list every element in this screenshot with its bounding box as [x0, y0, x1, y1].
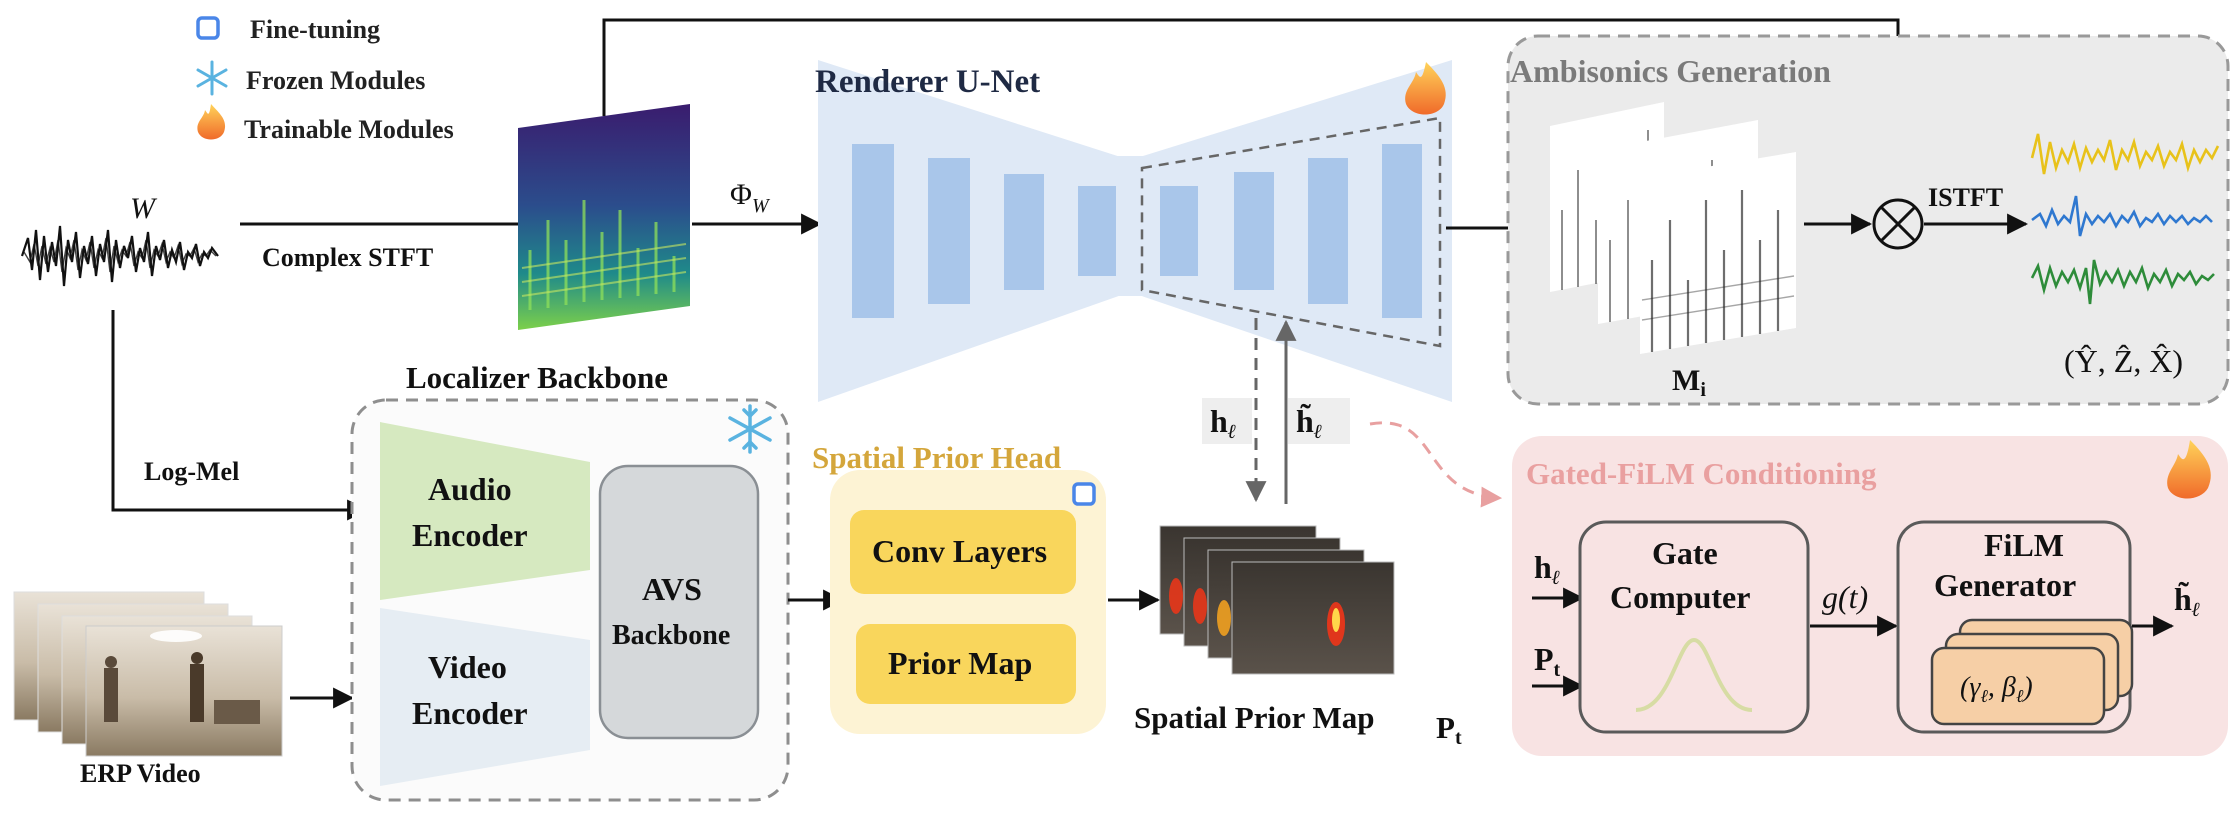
legend-trainable: Trainable Modules — [244, 115, 454, 144]
audio-encoder-label-2: Encoder — [412, 517, 528, 553]
fine-tuning-icon — [196, 16, 220, 40]
spectrogram — [518, 104, 690, 330]
avs-backbone — [598, 464, 760, 740]
erp-video-frames — [13, 591, 283, 757]
audio-encoder — [380, 422, 590, 600]
renderer-title: Renderer U-Net — [815, 64, 1040, 100]
spatial-prior-map-label: Spatial Prior Map — [1134, 700, 1375, 735]
phi-label: ΦW — [730, 178, 771, 217]
ambisonics-title: Ambisonics Generation — [1510, 53, 1831, 89]
film-trainable-icon — [2167, 440, 2211, 499]
h-tilde-label: h̃ℓ — [1296, 403, 1322, 443]
legend: Fine-tuning Frozen Modules Trainable Mod… — [196, 15, 454, 144]
localizer-backbone: Localizer Backbone Audio Encoder Video E… — [350, 360, 790, 802]
gate-label-2: Computer — [1610, 579, 1750, 615]
waveform-label: W — [130, 192, 158, 225]
video-encoder-label-2: Encoder — [412, 695, 528, 731]
decoder-block-2 — [1234, 172, 1274, 290]
output-wave-z — [2031, 195, 2213, 237]
film-gen-label-1: FiLM — [1984, 527, 2064, 563]
film-input-p: Pt — [1534, 641, 1561, 681]
prior-head-title: Spatial Prior Head — [812, 440, 1061, 475]
legend-fine-tuning: Fine-tuning — [250, 15, 380, 44]
renderer-trainable-icon — [1405, 62, 1446, 115]
decoder-block-4 — [1382, 144, 1422, 318]
output-waveforms — [2030, 133, 2220, 305]
spatial-prior-head: Spatial Prior Head Conv Layers Prior Map — [812, 440, 1106, 734]
encoder-block-2 — [928, 158, 970, 304]
conv-layers-label: Conv Layers — [872, 533, 1047, 569]
decoder-block-3 — [1308, 158, 1348, 304]
log-mel-connector — [111, 310, 369, 521]
avs-label-1: AVS — [642, 571, 702, 607]
video-encoder-label-1: Video — [428, 649, 507, 685]
localizer-frozen-icon — [728, 404, 772, 454]
input-waveform: W — [20, 192, 219, 287]
ambisonics-panel: Ambisonics Generation — [1506, 34, 2230, 406]
renderer-unet: Renderer U-Net — [815, 60, 1452, 402]
gate-output-label: g(t) — [1822, 579, 1868, 615]
encoder-block-3 — [1004, 174, 1044, 290]
film-param-card-1 — [1930, 646, 2106, 726]
prior-map-label: Prior Map — [888, 645, 1032, 681]
encoder-block-1 — [852, 144, 894, 318]
mask-stack — [1550, 102, 1796, 354]
log-mel-label: Log-Mel — [144, 457, 239, 486]
video-encoder — [380, 608, 590, 786]
film-gen-label-2: Generator — [1934, 567, 2076, 603]
output-channels-label: (Ŷ, Ẑ, X̂) — [2064, 343, 2183, 379]
h-label: hℓ — [1210, 403, 1236, 443]
mask-label: Mi — [1672, 364, 1706, 401]
localizer-title: Localizer Backbone — [406, 360, 668, 395]
decoder-region — [1140, 116, 1442, 348]
film-output-h-tilde: h̃ℓ — [2174, 581, 2200, 621]
spatial-prior-map-frames — [1159, 525, 1395, 675]
film-params-label: (γℓ, βℓ) — [1960, 672, 2033, 706]
film-input-h: hℓ — [1534, 549, 1560, 589]
output-wave-y — [2030, 133, 2220, 175]
film-conditioning-connector — [1369, 421, 1503, 508]
flame-icon — [197, 104, 226, 140]
gate-label-1: Gate — [1652, 535, 1718, 571]
output-wave-x — [2030, 259, 2215, 305]
legend-frozen: Frozen Modules — [246, 66, 425, 95]
multiply-operator — [1872, 198, 1924, 250]
prior-head-fine-tuning-icon — [1072, 482, 1096, 506]
gaussian-curve-icon — [1635, 637, 1753, 712]
complex-stft-label: Complex STFT — [262, 243, 433, 272]
film-title: Gated-FiLM Conditioning — [1526, 456, 1877, 491]
gate-computer — [1578, 520, 1810, 734]
istft-label: ISTFT — [1928, 183, 2003, 212]
spatial-prior-symbol: Pt — [1436, 710, 1462, 749]
erp-video-label: ERP Video — [80, 759, 201, 788]
decoder-block-1 — [1160, 186, 1198, 276]
snowflake-icon — [196, 60, 228, 96]
gated-film-panel: Gated-FiLM Conditioning hℓ Pt Gate Compu… — [1512, 436, 2228, 756]
audio-encoder-label-1: Audio — [428, 471, 512, 507]
avs-label-2: Backbone — [612, 620, 730, 651]
encoder-block-4 — [1078, 186, 1116, 276]
prior-map-block — [856, 624, 1076, 704]
conv-layers-block — [850, 510, 1076, 594]
